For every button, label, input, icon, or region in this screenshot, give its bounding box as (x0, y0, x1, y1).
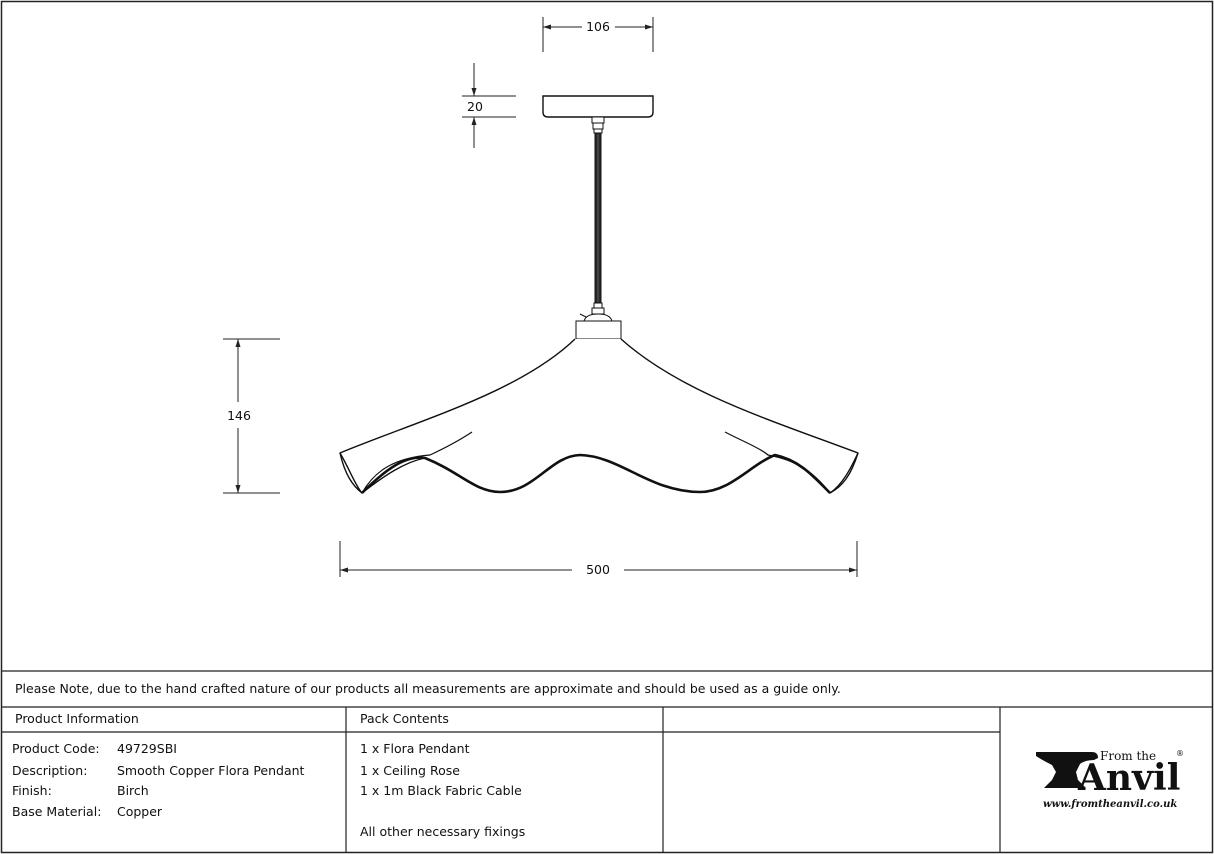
finish-label: Finish: (12, 783, 52, 798)
product-info-header: Product Information (15, 711, 139, 726)
dimension-shade-width (339, 541, 858, 577)
pack-item: 1 x 1m Black Fabric Cable (360, 783, 522, 798)
product-code-label: Product Code: (12, 741, 100, 756)
anvil-icon (1036, 752, 1098, 788)
lamp-holder (575, 302, 622, 340)
logo-registered: ® (1176, 749, 1184, 758)
description-label: Description: (12, 763, 88, 778)
dimension-shade-height (223, 338, 280, 494)
dimension-label-top-width: 106 (586, 19, 610, 34)
base-material-value: Copper (117, 804, 163, 819)
pack-contents-header: Pack Contents (360, 711, 449, 726)
ceiling-rose (542, 95, 654, 118)
dimension-label-rose-height: 20 (467, 99, 483, 114)
pack-item: All other necessary fixings (360, 824, 526, 839)
pack-item: 1 x Ceiling Rose (360, 763, 460, 778)
dimension-label-shade-height: 146 (227, 408, 251, 423)
cable-grip-top (591, 116, 605, 134)
description-value: Smooth Copper Flora Pendant (117, 763, 305, 778)
logo-from-the: From the (1100, 749, 1156, 763)
title-block-grid (1, 670, 1213, 853)
from-the-anvil-logo: From the Anvil ® www.fromtheanvil.co.uk (1036, 749, 1184, 810)
logo-url: www.fromtheanvil.co.uk (1043, 799, 1177, 810)
measurement-note: Please Note, due to the hand crafted nat… (15, 681, 841, 696)
logo-anvil: Anvil (1077, 757, 1180, 799)
base-material-label: Base Material: (12, 804, 102, 819)
dimension-label-shade-width: 500 (586, 562, 610, 577)
flora-shade (339, 338, 859, 494)
product-code-value: 49729SBI (117, 741, 177, 756)
pack-item: 1 x Flora Pendant (360, 741, 470, 756)
finish-value: Birch (117, 783, 149, 798)
